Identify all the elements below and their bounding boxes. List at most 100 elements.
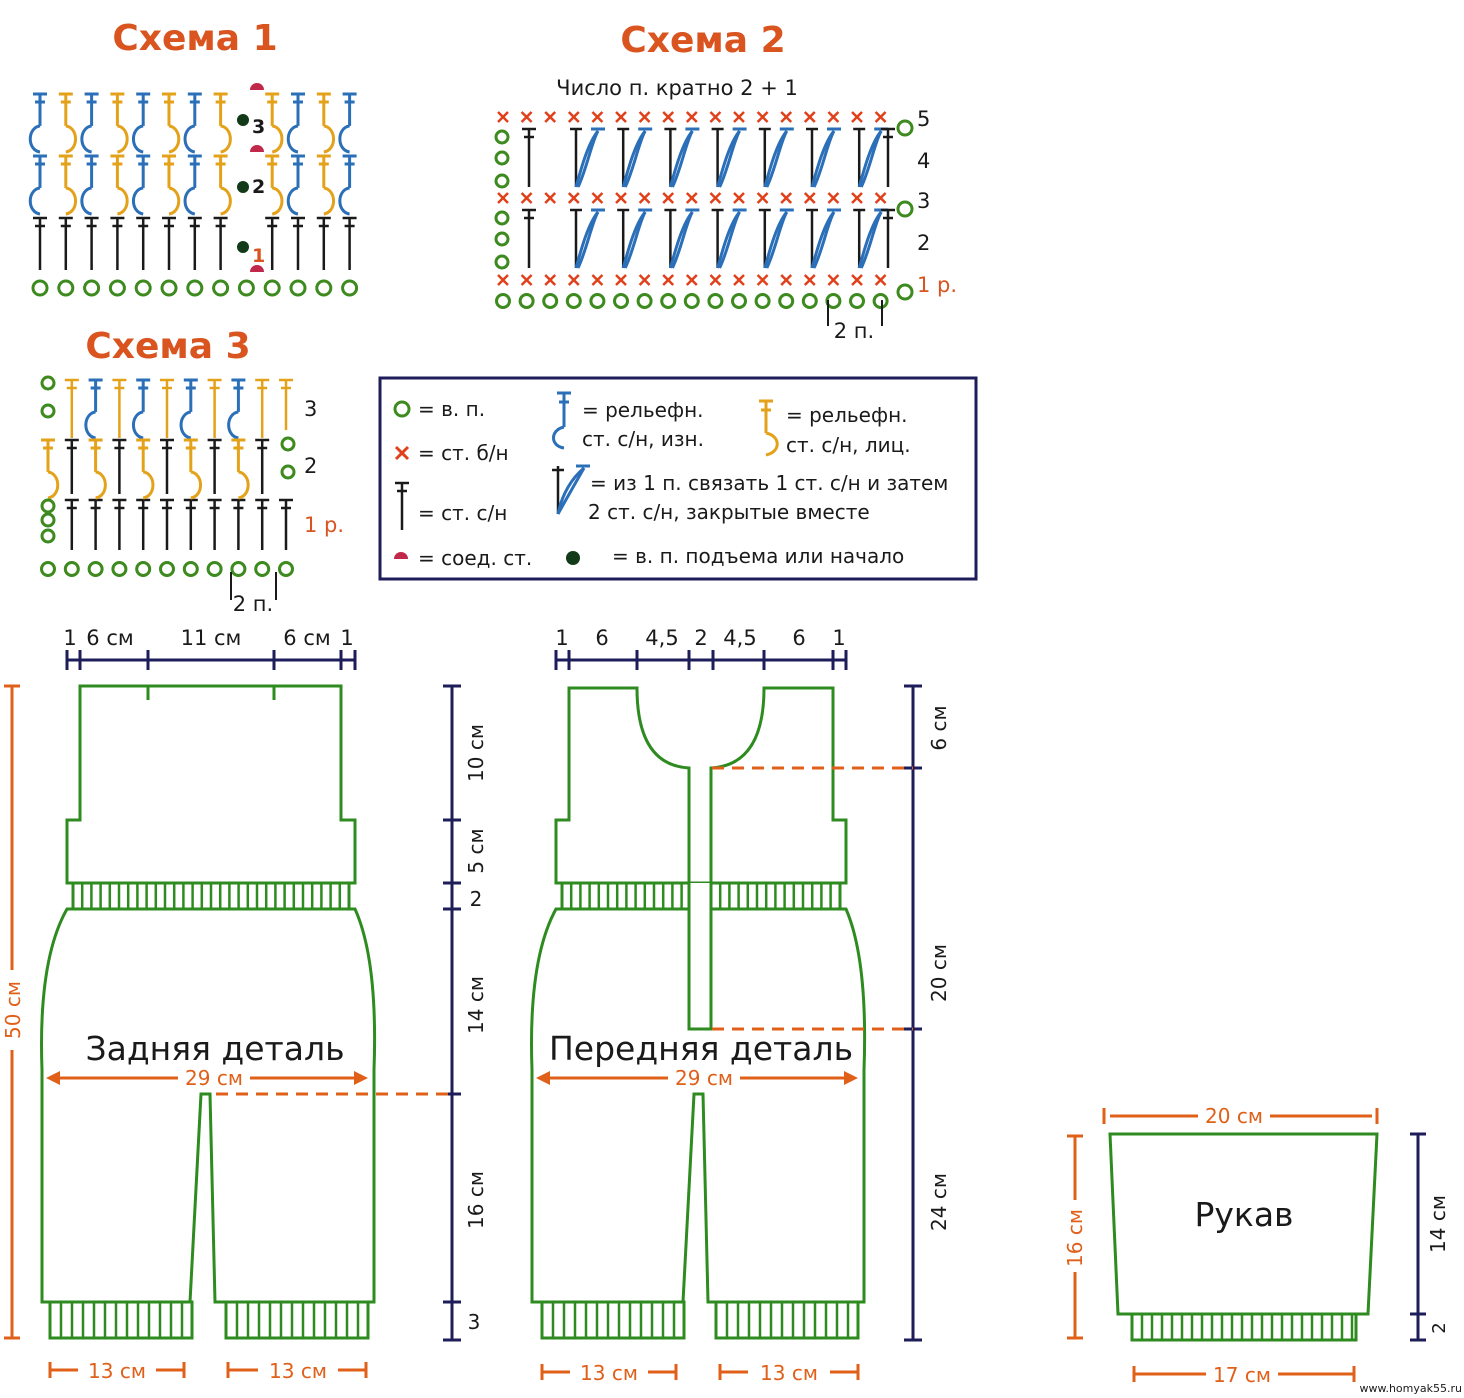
chain-stitch-icon (636, 293, 653, 309)
back-dim-5: 5 см (464, 828, 488, 873)
single-crochet-icon (803, 192, 816, 204)
front-post-stitch-icon (759, 399, 779, 457)
cluster-stitch-icon (758, 208, 794, 269)
legend-front-post-1: = рельефн. (786, 403, 908, 427)
chain-stitch-icon (206, 561, 223, 577)
double-crochet-icon (136, 216, 151, 270)
single-crochet-icon (567, 111, 580, 123)
sleeve-right-dimension (1410, 1132, 1426, 1342)
front-right-dimension (904, 684, 922, 1342)
chain-stitch-icon (40, 403, 56, 419)
chain-stitch-icon (613, 293, 629, 309)
single-crochet-icon (544, 274, 557, 286)
front-bottom-dimension (540, 1364, 860, 1380)
cluster-stitch-icon (617, 208, 653, 269)
back-post-stitch-icon (131, 92, 151, 154)
single-crochet-icon (827, 111, 840, 123)
front-dim-24: 24 см (927, 1173, 951, 1231)
double-crochet-icon (160, 378, 174, 438)
back-post-stitch-icon (183, 154, 202, 216)
single-crochet-icon (497, 192, 509, 204)
back-top-dim-2: 6 см (86, 626, 133, 650)
chain-stitch-icon (315, 279, 333, 297)
double-crochet-icon (316, 216, 331, 270)
single-crochet-icon (638, 192, 651, 204)
double-crochet-icon (255, 438, 270, 494)
chain-stitch-icon (896, 200, 914, 218)
back-post-stitch-icon (338, 92, 357, 154)
dc-icon (395, 481, 409, 530)
back-post-stitch-icon (183, 92, 202, 154)
cluster-stitch-icon (570, 127, 605, 188)
cluster-stitch-icon (806, 208, 841, 269)
chain-stitch-icon (254, 561, 271, 577)
chain-stitch-icon (494, 210, 510, 226)
legend-chain: = в. п. (418, 397, 485, 421)
single-crochet-icon (803, 111, 816, 123)
schema2-row-4: 4 (917, 149, 930, 173)
front-post-stitch-icon (213, 92, 232, 154)
single-crochet-icon (615, 274, 627, 286)
back-post-stitch-icon (80, 154, 99, 216)
cluster-stitch-icon (664, 127, 700, 188)
chain-stitch-icon (83, 279, 101, 297)
back-top-dim-1: 1 (63, 626, 76, 650)
front-post-stitch-icon (316, 92, 336, 154)
chain-stitch-icon (40, 375, 56, 391)
front-post-stitch-icon (162, 92, 181, 154)
schema3-title: Схема 3 (85, 326, 250, 367)
front-post-stitch-icon (183, 438, 203, 500)
front-post-stitch-icon (213, 154, 232, 216)
schema2-subtitle: Число п. кратно 2 + 1 (556, 76, 798, 100)
back-dim-2: 2 (470, 887, 483, 911)
front-post-stitch-icon (110, 154, 129, 216)
front-top-dim-1: 1 (555, 626, 568, 650)
back-label: Задняя деталь (85, 1029, 344, 1068)
back-top-dim-5: 1 (340, 626, 353, 650)
single-crochet-icon (520, 111, 533, 123)
front-top-dim-2: 6 (595, 626, 608, 650)
single-crochet-icon (638, 274, 651, 286)
front-top-dim-5: 4,5 (723, 626, 756, 650)
back-post-stitch-icon (286, 154, 305, 216)
schema2-row-3: 3 (917, 189, 930, 213)
chain-stitch-icon (494, 173, 510, 189)
double-crochet-icon (88, 498, 103, 550)
double-crochet-icon (279, 378, 293, 430)
front-piece: 1 6 4,5 2 4,5 6 1 6 см 20 см 24 см Перед… (530, 626, 951, 1385)
chain-stitch-icon (159, 561, 175, 577)
front-ribbing (551, 883, 850, 1338)
single-crochet-icon (709, 274, 722, 286)
back-post-stitch-icon (131, 154, 151, 216)
single-crochet-icon (780, 111, 793, 123)
sleeve-piece: 20 см Рукав 16 см 14 см 2 17 см (1062, 1104, 1450, 1387)
chain-stitch-icon (230, 561, 247, 577)
legend-turning: = в. п. подъема или начало (612, 544, 904, 568)
single-crochet-icon (520, 274, 533, 286)
single-crochet-icon (756, 111, 769, 123)
schema3-row-1: 1 р. (304, 513, 344, 537)
chain-stitch-icon (494, 129, 510, 145)
chain-stitch-icon (778, 293, 795, 309)
front-post-stitch-icon (88, 438, 107, 500)
turning-chain-icon (237, 241, 249, 253)
double-crochet-icon (112, 378, 127, 438)
single-crochet-icon (733, 274, 745, 286)
chain-stitch-icon (542, 293, 559, 309)
back-post-stitch-icon (28, 154, 47, 216)
schema3-repeat-label: 2 п. (233, 592, 273, 616)
single-crochet-icon (709, 111, 722, 123)
schema2-chart (494, 111, 914, 309)
front-post-stitch-icon (316, 154, 336, 216)
double-crochet-icon (112, 498, 127, 550)
back-dim-3: 3 (468, 1310, 481, 1334)
schema2-repeat-label: 2 п. (834, 319, 874, 343)
chain-icon (393, 400, 411, 418)
chain-stitch-icon (280, 464, 296, 480)
schema2-title: Схема 2 (620, 20, 785, 61)
single-crochet-icon (685, 274, 698, 286)
legend-box: = в. п. = ст. б/н = ст. с/н = соед. ст. … (378, 376, 978, 581)
back-post-stitch-icon (80, 92, 99, 154)
single-crochet-icon (544, 111, 557, 123)
front-post-stitch-icon (136, 438, 155, 500)
